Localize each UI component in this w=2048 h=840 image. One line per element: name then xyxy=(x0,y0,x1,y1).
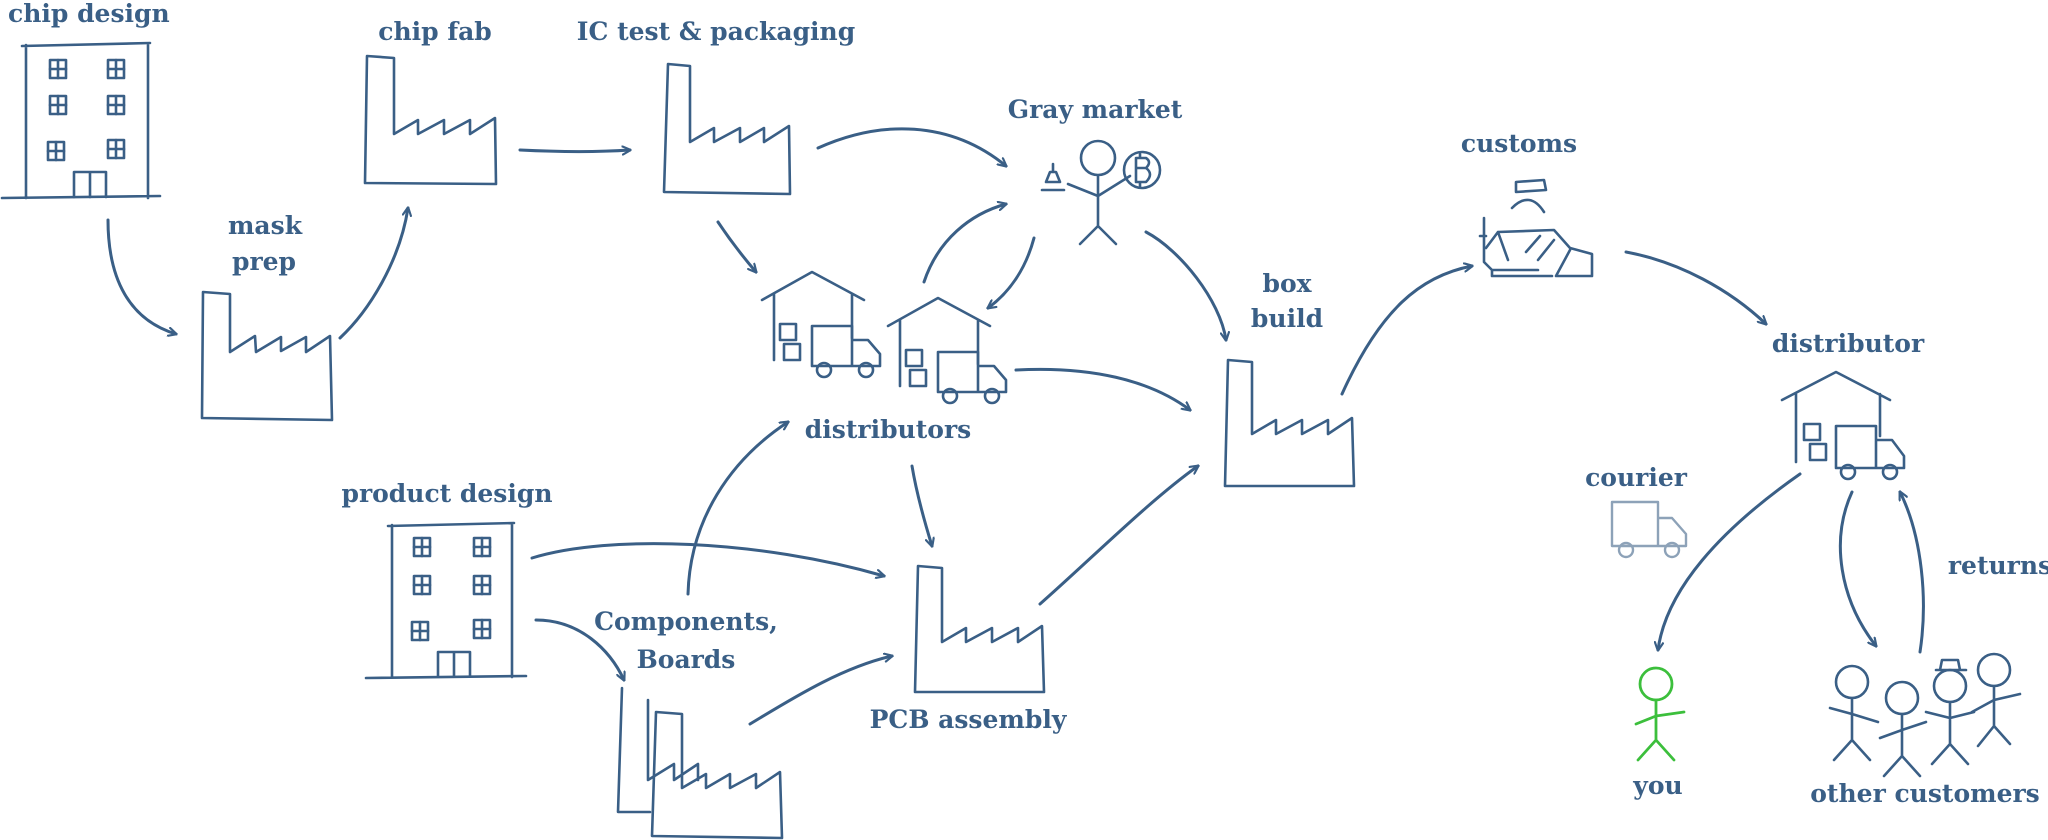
bitcoin-icon xyxy=(1122,150,1162,190)
label-mask-prep-2: prep xyxy=(231,247,297,276)
factory-icon xyxy=(662,62,792,196)
label-distributors: distributors xyxy=(804,415,972,444)
office-building-icon xyxy=(0,41,162,200)
warehouse-truck-icon xyxy=(1780,370,1906,481)
label-chip-design: chip design xyxy=(8,0,170,28)
arrows xyxy=(106,127,1925,726)
label-box-build-1: box xyxy=(1262,269,1312,298)
label-you: you xyxy=(1633,771,1683,800)
label-chip-fab: chip fab xyxy=(378,17,492,46)
label-components-2: Boards xyxy=(636,645,736,674)
warehouse-truck-icon xyxy=(760,270,882,379)
label-product-design: product design xyxy=(341,479,553,508)
courier-truck-icon xyxy=(1610,500,1688,559)
label-mask-prep-1: mask xyxy=(227,211,303,240)
gray-market-seller-icon xyxy=(1040,139,1132,246)
label-courier: courier xyxy=(1585,463,1687,492)
office-building-icon xyxy=(364,521,528,680)
factory-icon xyxy=(200,290,334,422)
label-box-build-2: build xyxy=(1250,304,1324,333)
other-customers-icon xyxy=(1828,652,2022,778)
label-distributor: distributor xyxy=(1771,329,1925,358)
label-returns: returns xyxy=(1947,551,2048,580)
warehouse-truck-icon xyxy=(886,296,1008,405)
factory-icon xyxy=(616,686,784,840)
label-pcb-assembly: PCB assembly xyxy=(869,705,1067,734)
label-customs: customs xyxy=(1460,129,1578,158)
you-stick-figure-icon xyxy=(1634,666,1686,762)
factory-icon xyxy=(1223,358,1356,488)
label-components-1: Components, xyxy=(594,607,778,636)
label-ic-test: IC test & packaging xyxy=(576,17,856,46)
label-other-customers: other customers xyxy=(1810,779,2040,808)
label-gray-market: Gray market xyxy=(1007,95,1183,124)
factory-icon xyxy=(913,564,1046,694)
customs-officer-icon xyxy=(1478,178,1594,278)
factory-icon xyxy=(363,54,498,186)
